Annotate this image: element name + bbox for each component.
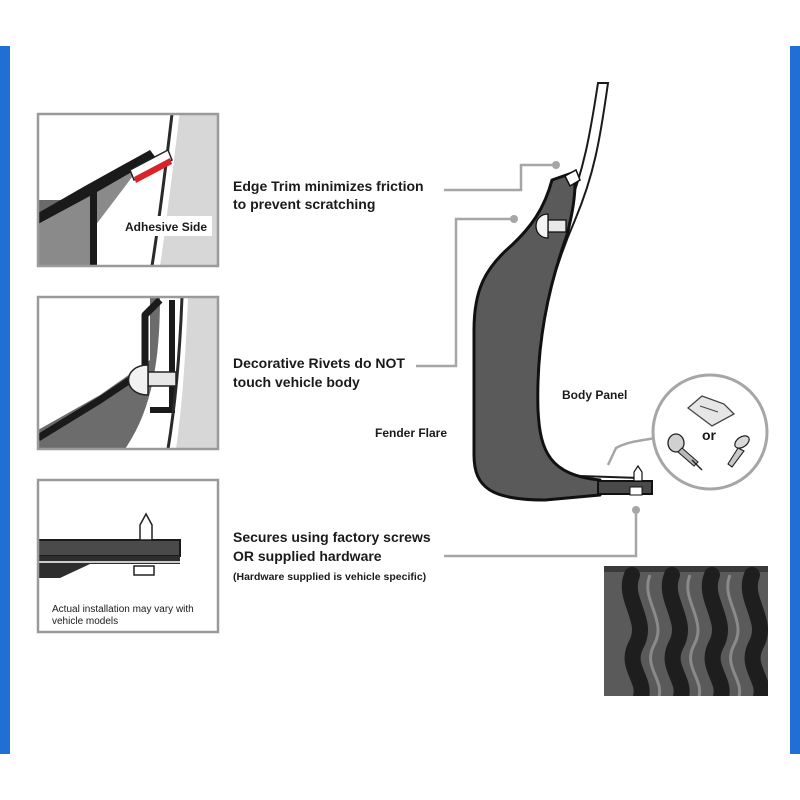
push-rivet-icon (667, 433, 703, 471)
flange-screw-icon (633, 464, 643, 482)
edge-trim-callout-line1: Edge Trim minimizes friction (233, 178, 424, 194)
leader-endpoints (510, 161, 640, 514)
tire-icon (604, 566, 768, 696)
fender-flare-shape (472, 170, 602, 502)
main-rivet-icon (535, 213, 567, 239)
hardware-callout-line1: Secures using factory screws (233, 529, 431, 545)
installation-note-line1: Actual installation may vary with (52, 604, 194, 615)
rivet-detail-panel (36, 295, 220, 451)
rivets-callout-line1: Decorative Rivets do NOT (233, 355, 405, 371)
leader-lines (416, 163, 638, 558)
fender-flare-label: Fender Flare (375, 426, 447, 440)
decorative-rivet-icon (127, 364, 177, 396)
right-edge-bar (790, 46, 800, 754)
mounting-screw-icon (139, 512, 153, 541)
rivets-callout-line2: touch vehicle body (233, 374, 360, 390)
clip-nut-icon (686, 395, 736, 427)
hardware-callout-line2: OR supplied hardware (233, 548, 382, 564)
edge-trim-callout-line2: to prevent scratching (233, 196, 375, 212)
hardware-options-circle (651, 373, 769, 491)
or-label: or (702, 427, 717, 443)
edge-trim-detail-panel: Adhesive Side (36, 112, 220, 268)
body-panel-label: Body Panel (562, 388, 627, 402)
left-edge-bar (0, 46, 10, 754)
screw-icon (727, 435, 750, 468)
adhesive-side-label: Adhesive Side (125, 220, 207, 234)
mounting-detail-panel: Actual installation may vary with vehicl… (36, 478, 220, 634)
installation-note-line2: vehicle models (52, 616, 118, 627)
hardware-callout-note: (Hardware supplied is vehicle specific) (233, 571, 426, 583)
clip-detail (133, 565, 155, 576)
adhesive-side-tag (118, 216, 212, 236)
main-cross-section (472, 82, 653, 502)
